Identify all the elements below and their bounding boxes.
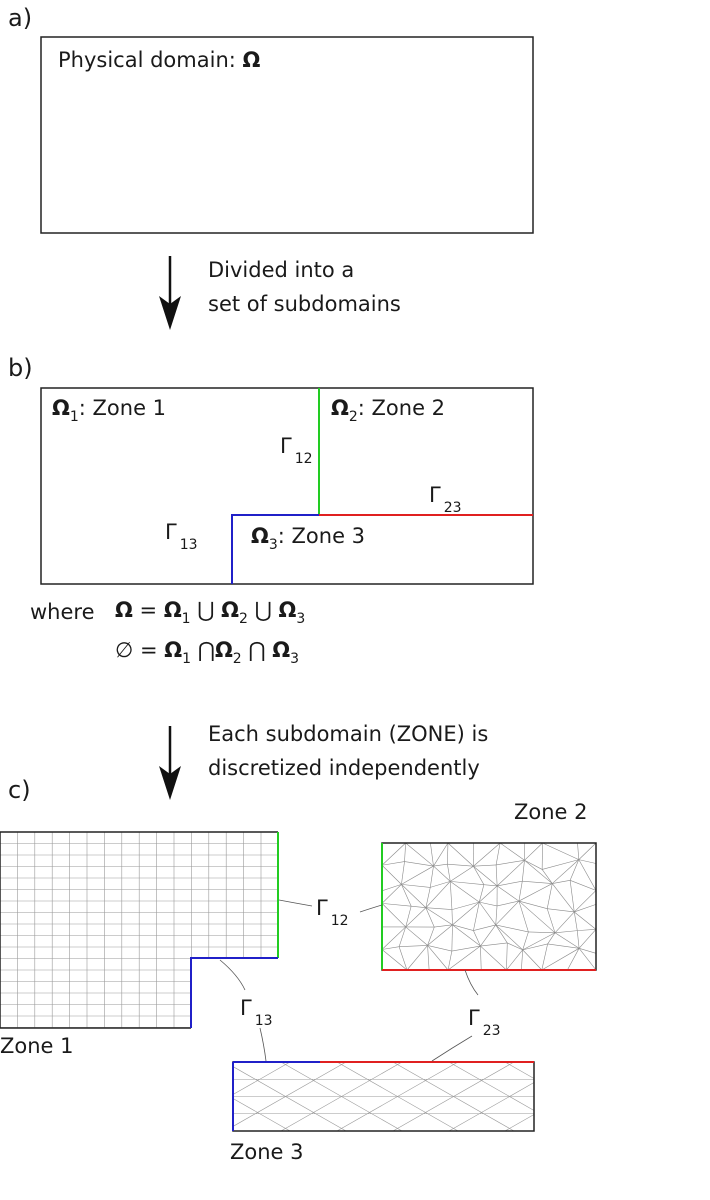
gamma23-mesh-label: Γ23 (468, 1006, 501, 1039)
gamma13-label: Γ13 (165, 520, 198, 553)
zone2-mesh-label: Zone 2 (514, 800, 588, 824)
arrow-down-icon (159, 256, 181, 330)
arrow-down-icon (159, 726, 181, 800)
zone1-mesh (0, 831, 278, 1028)
physical-domain-title: Physical domain: Ω (58, 48, 261, 72)
zone1-outline (0, 831, 278, 1029)
arrow1-caption-line2: set of subdomains (208, 292, 401, 316)
zone1-mesh-label: Zone 1 (0, 1034, 74, 1058)
union-equation: Ω = Ω1 ⋃ Ω2 ⋃ Ω3 (115, 598, 306, 627)
gamma23-label: Γ23 (429, 483, 462, 516)
leader-lines (219, 899, 479, 1062)
zone3-mesh (232, 1061, 535, 1132)
zone3-mesh-label: Zone 3 (230, 1140, 304, 1164)
gamma13-line (231, 514, 319, 584)
panel-label-b: b) (8, 354, 33, 382)
arrow2-caption-line1: Each subdomain (ZONE) is (208, 722, 489, 746)
arrow1-caption-line1: Divided into a (208, 258, 355, 282)
subdomains-box (40, 387, 534, 585)
zone3-label: Ω3: Zone 3 (251, 524, 366, 553)
gamma12-label: Γ12 (280, 434, 313, 467)
zone2-label: Ω2: Zone 2 (331, 396, 446, 425)
gamma12-mesh-label: Γ12 (316, 896, 349, 929)
gamma13-mesh-label: Γ13 (240, 996, 273, 1029)
zone2-mesh (381, 842, 597, 971)
panel-label-c: c) (8, 776, 31, 804)
zone1-label: Ω1: Zone 1 (52, 396, 167, 425)
physical-domain-box (40, 36, 534, 234)
omega-symbol: Ω (242, 48, 261, 72)
intersection-equation: ∅ = Ω1 ⋂Ω2 ⋂ Ω3 (115, 638, 300, 667)
where-label: where (30, 600, 95, 624)
arrow2-caption-line2: discretized independently (208, 756, 480, 780)
panel-label-a: a) (8, 4, 33, 32)
